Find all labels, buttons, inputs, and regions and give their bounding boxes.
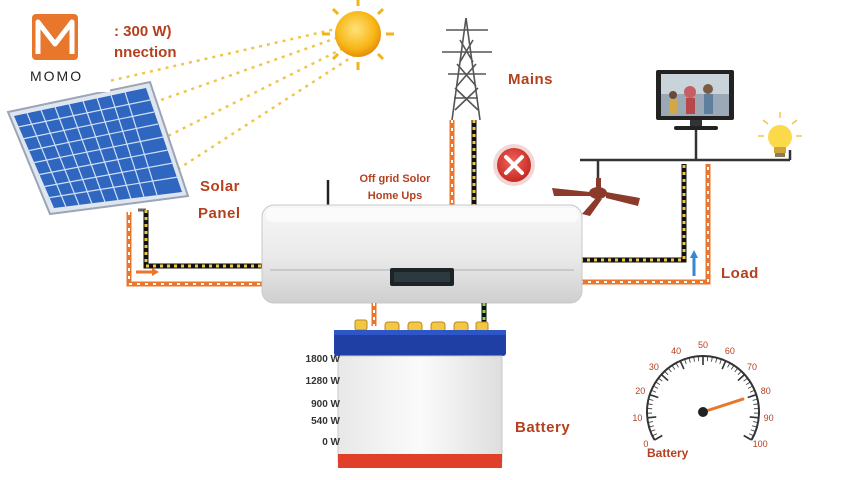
gauge-tick-label: 20	[635, 385, 646, 396]
load-flow-arrow-icon	[690, 250, 698, 276]
load-label: Load	[721, 265, 759, 282]
battery-scale-540: 540 W	[311, 416, 340, 427]
battery-icon	[334, 319, 506, 468]
gauge-major-tick	[737, 373, 746, 382]
logo-text: MOMO	[30, 68, 84, 84]
gauge-minor-tick	[715, 357, 718, 363]
gauge-minor-tick	[653, 385, 658, 389]
gauge-minor-tick	[730, 365, 735, 370]
battery-scale-1280: 1280 W	[305, 376, 340, 387]
gauge-label: Battery	[647, 446, 689, 460]
television-icon	[656, 70, 734, 130]
gauge-hub	[698, 407, 708, 417]
gauge-minor-tick	[752, 398, 758, 401]
gauge-minor-tick	[655, 381, 661, 386]
battery-scale-900: 900 W	[311, 399, 340, 410]
gauge-minor-tick	[647, 421, 653, 423]
gauge-minor-tick	[752, 425, 758, 428]
gauge-minor-tick	[652, 433, 658, 437]
gauge-minor-tick	[648, 425, 654, 428]
gauge-tick-label: 50	[697, 340, 708, 350]
gauge-tick-label: 30	[648, 361, 659, 372]
logo-mark-icon	[32, 14, 78, 60]
gauge-tick-label: 80	[760, 385, 771, 396]
logo: MOMO	[0, 0, 110, 92]
gauge-minor-tick	[753, 403, 759, 405]
gauge-minor-tick	[648, 398, 654, 401]
gauge-needle	[701, 397, 745, 414]
gauge-tick-label: 90	[763, 412, 774, 423]
gauge-major-tick	[679, 360, 685, 370]
gauge-minor-tick	[737, 370, 742, 376]
gauge-major-tick	[721, 360, 727, 370]
header-line-1: : 300 W)	[114, 23, 172, 40]
gauge-minor-tick	[650, 429, 656, 432]
mains-label: Mains	[508, 71, 554, 88]
header-line-2: nnection	[114, 44, 177, 61]
gauge-minor-tick	[749, 389, 755, 393]
gauge-major-tick	[749, 416, 759, 419]
solar-wire	[126, 210, 262, 287]
battery-label: Battery	[515, 419, 571, 436]
gauge-minor-tick	[693, 356, 695, 362]
battery-scale-1800: 1800 W	[305, 354, 340, 365]
load-wire	[580, 128, 792, 285]
ceiling-fan-icon	[552, 178, 640, 216]
gauge-minor-tick	[667, 367, 672, 373]
gauge-minor-tick	[651, 389, 657, 393]
gauge-minor-tick	[675, 362, 679, 368]
ups-label-line-2: Home Ups	[367, 190, 423, 202]
ups-unit	[261, 180, 583, 304]
gauge-minor-tick	[750, 429, 756, 432]
gauge-minor-tick	[734, 367, 739, 373]
light-bulb-icon	[758, 112, 802, 157]
gauge-minor-tick	[727, 362, 731, 368]
gauge-minor-tick	[719, 358, 722, 364]
gauge-major-tick	[743, 434, 752, 441]
battery-scale-0: 0 W	[322, 437, 340, 448]
gauge-tick-label: 10	[632, 412, 643, 423]
gauge-major-tick	[747, 393, 757, 399]
gauge-minor-tick	[748, 385, 753, 389]
gauge-major-tick	[654, 434, 663, 441]
gauge-arc	[646, 355, 760, 441]
battery-gauge	[646, 355, 760, 441]
solar-flow-arrow-icon	[136, 268, 159, 276]
ups-label-line-1: Off grid Solor	[359, 173, 431, 185]
mains-wire	[449, 120, 477, 208]
solar-panel-label-line-1: Solar	[200, 178, 241, 195]
gauge-minor-tick	[745, 381, 751, 386]
gauge-major-tick	[660, 373, 669, 382]
gauge-minor-tick	[658, 377, 663, 382]
gauge-minor-tick	[743, 377, 748, 382]
solar-panel-icon	[6, 80, 190, 216]
gauge-tick-label: 60	[724, 345, 735, 356]
gauge-minor-tick	[711, 356, 713, 362]
gauge-major-tick	[647, 416, 657, 419]
gauge-minor-tick	[753, 421, 759, 423]
gauge-tick-label: 40	[671, 345, 682, 356]
gauge-minor-tick	[647, 403, 653, 405]
gauge-minor-tick	[684, 358, 687, 364]
gauge-tick-label: 70	[747, 361, 758, 372]
transmission-tower-icon	[442, 17, 492, 121]
disconnected-cross-icon	[493, 144, 535, 186]
gauge-minor-tick	[664, 370, 669, 376]
gauge-major-tick	[649, 393, 659, 399]
gauge-tick-label: 100	[752, 439, 768, 449]
solar-panel-label-line-2: Panel	[198, 205, 241, 222]
gauge-minor-tick	[671, 365, 676, 370]
sun-icon	[322, 0, 394, 70]
gauge-tick-label: 0	[643, 439, 649, 449]
gauge-minor-tick	[748, 433, 754, 437]
gauge-minor-tick	[688, 357, 691, 363]
